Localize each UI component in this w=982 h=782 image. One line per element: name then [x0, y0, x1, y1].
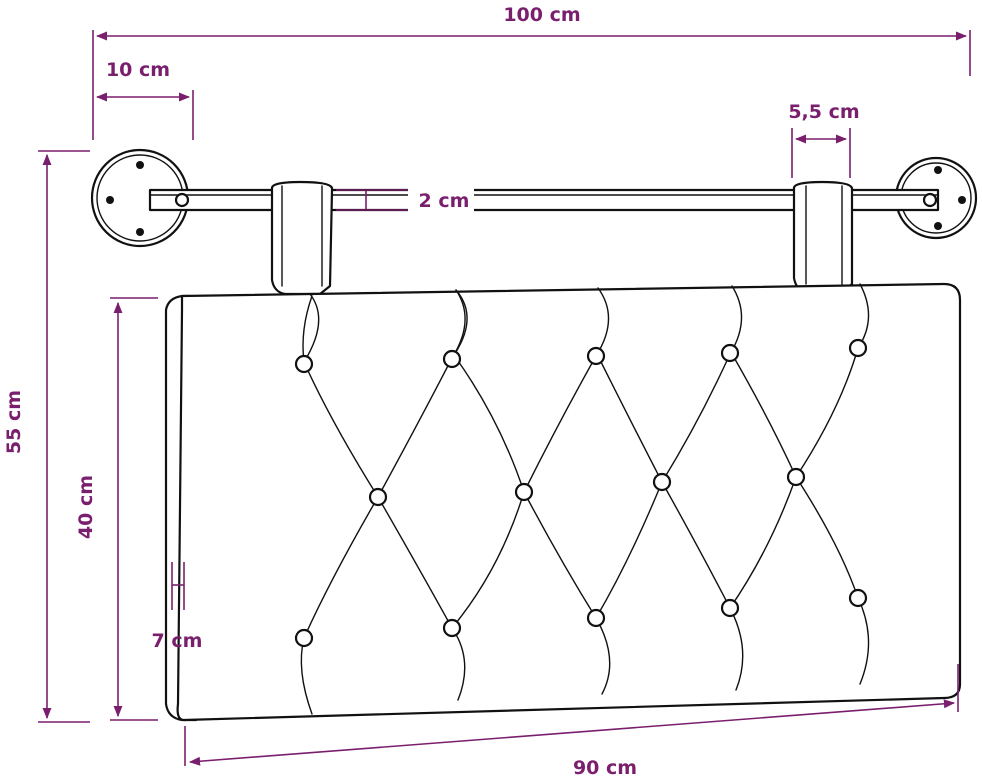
tufting-button: [586, 346, 606, 366]
tufting-button: [514, 482, 534, 502]
tufting-button: [848, 338, 868, 358]
tufting-button: [368, 487, 388, 507]
tufting-button: [442, 618, 462, 638]
cushion-width-label: 90 cm: [573, 757, 637, 779]
rod-diameter-label: 2 cm: [419, 190, 470, 212]
tufting-button: [652, 472, 672, 492]
tufting-button: [786, 467, 806, 487]
tufting-button: [294, 354, 314, 374]
total-height-label: 55 cm: [3, 390, 25, 454]
total-width-label: 100 cm: [503, 4, 580, 26]
left-fabric-strap: [270, 180, 334, 296]
tufting-button: [720, 343, 740, 363]
tufting-button: [586, 608, 606, 628]
tufted-cushion: [164, 282, 962, 722]
bracket-width-label: 10 cm: [106, 59, 170, 81]
strap-width-label: 5,5 cm: [788, 101, 859, 123]
dimension-total-width: 100 cm: [92, 4, 971, 140]
right-fabric-strap: [792, 180, 854, 294]
dimension-strap-width: 5,5 cm: [788, 101, 860, 178]
dimension-rod-diameter: 2 cm: [336, 186, 474, 214]
dimension-bracket-width: 10 cm: [95, 59, 194, 140]
tufting-button: [294, 628, 314, 648]
tufting-button: [720, 598, 740, 618]
cushion-height-label: 40 cm: [75, 475, 97, 539]
tufting-button: [442, 349, 462, 369]
dimension-cushion-width: 90 cm: [184, 664, 959, 779]
tufting-button: [848, 588, 868, 608]
dimension-cushion-height: 40 cm: [75, 297, 158, 721]
cushion-depth-label: 7 cm: [152, 630, 203, 652]
dimension-total-height: 55 cm: [3, 150, 90, 723]
dimension-cushion-depth: 7 cm: [152, 562, 203, 652]
